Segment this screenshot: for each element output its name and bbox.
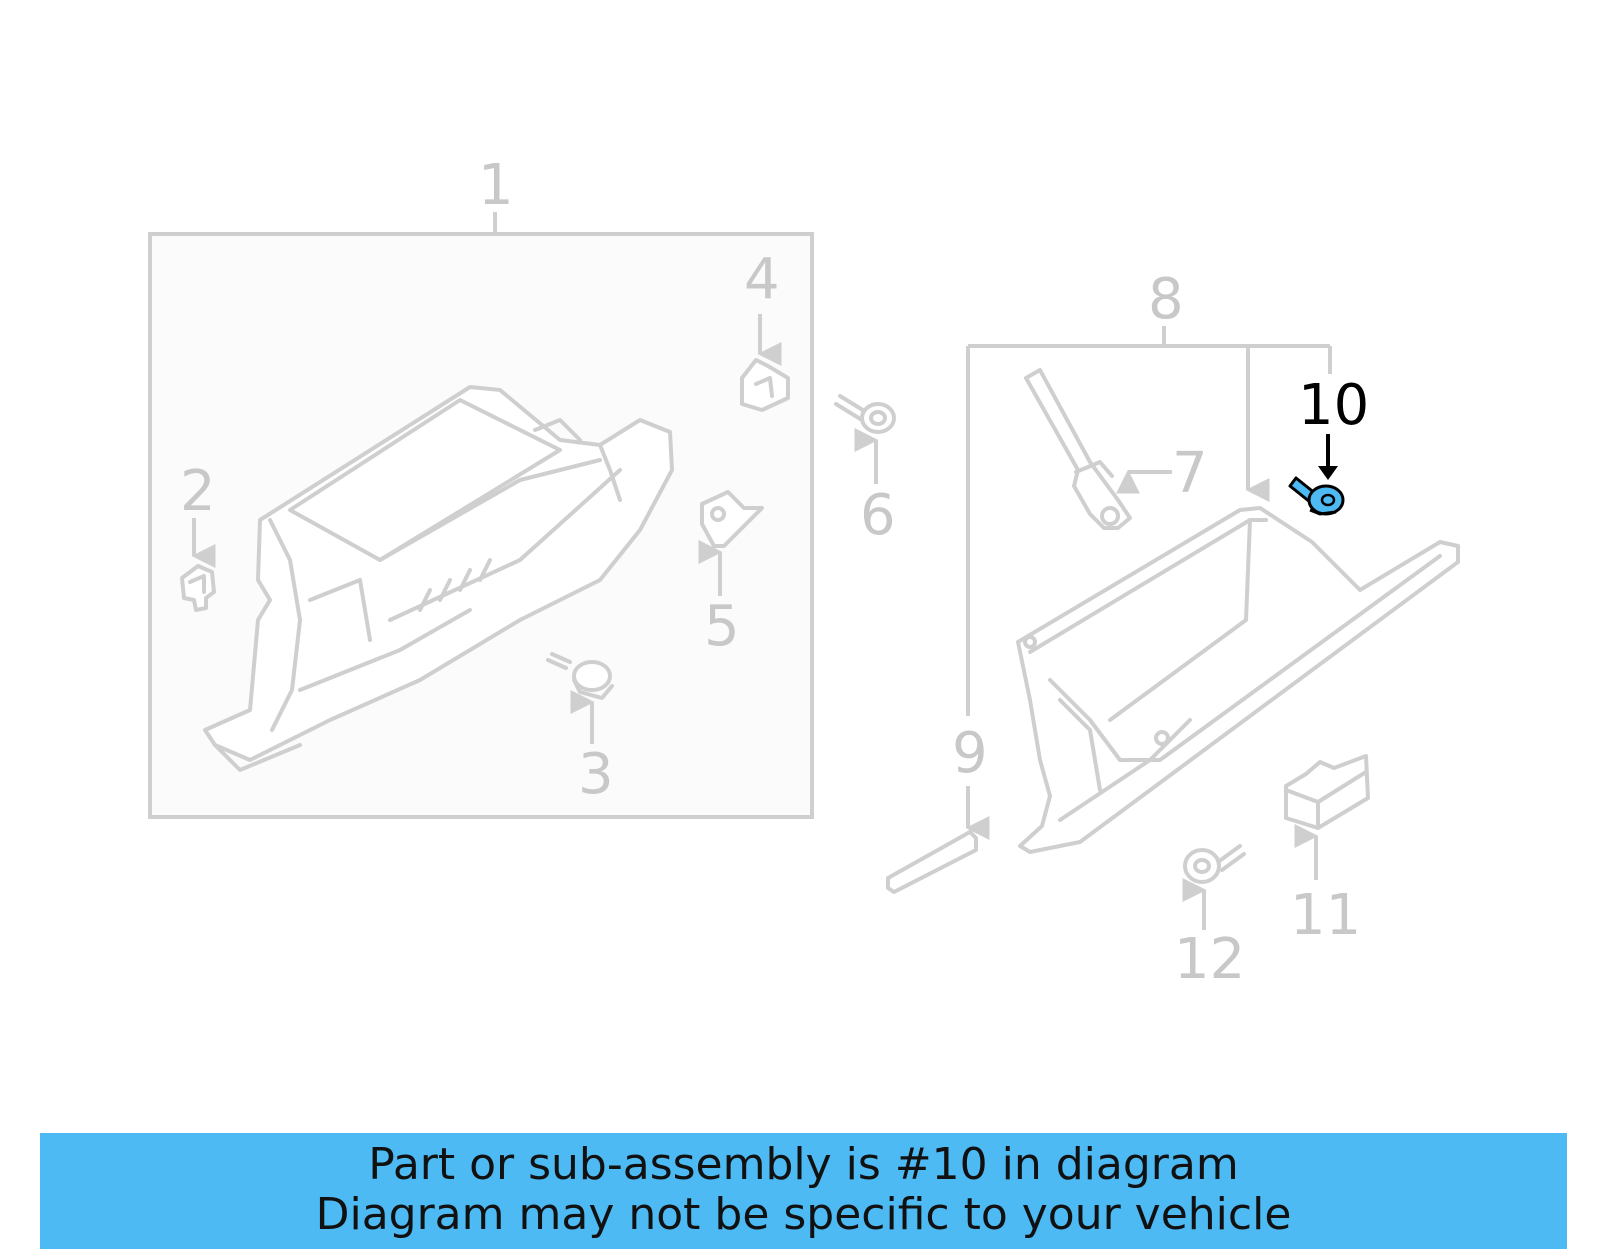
part-6 <box>834 394 896 434</box>
callout-2: 2 <box>180 459 216 524</box>
glove-box-assembly <box>203 385 674 772</box>
part-7 <box>1024 368 1132 530</box>
bracket-8 <box>966 326 1332 716</box>
callout-6: 6 <box>860 483 896 548</box>
callout-5: 5 <box>704 594 740 659</box>
banner-line-disclaimer: Diagram may not be specific to your vehi… <box>315 1189 1292 1240</box>
part-2 <box>180 564 216 612</box>
part-8-glove-box <box>1016 506 1460 854</box>
part-12 <box>1183 844 1246 884</box>
callout-9: 9 <box>952 721 988 786</box>
callout-10: 10 <box>1298 373 1369 438</box>
callout-8: 8 <box>1148 267 1184 332</box>
part-3 <box>546 652 614 700</box>
banner-line-part-number: Part or sub-assembly is #10 in diagram <box>368 1139 1239 1190</box>
callout-4: 4 <box>744 247 780 312</box>
callout-7: 7 <box>1172 441 1208 506</box>
callout-11: 11 <box>1290 883 1361 948</box>
callout-3: 3 <box>578 742 614 807</box>
arrow-10 <box>1318 466 1338 480</box>
callout-1: 1 <box>478 153 514 218</box>
part-9 <box>886 830 978 894</box>
info-banner: Part or sub-assembly is #10 in diagram D… <box>40 1133 1567 1249</box>
part-10-highlighted <box>1288 476 1345 516</box>
part-5 <box>700 490 764 548</box>
part-11 <box>1284 754 1370 830</box>
callout-12: 12 <box>1174 927 1245 992</box>
